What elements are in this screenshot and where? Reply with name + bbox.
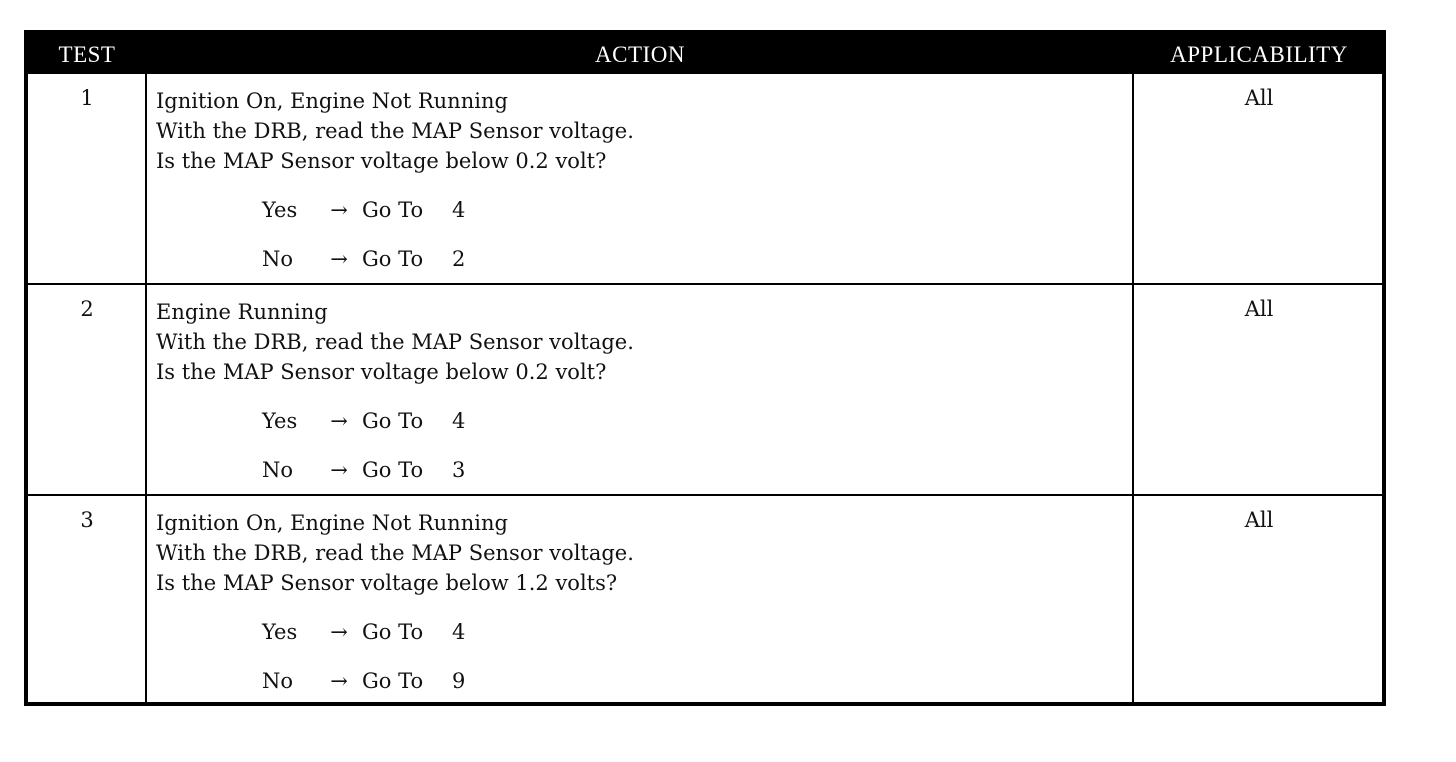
applicability-cell: All [1244, 86, 1274, 110]
arrow-right-icon: → [330, 198, 348, 222]
branch-goto: Go To [362, 669, 424, 693]
branch-goto: Go To [362, 409, 424, 433]
header-test: TEST [58, 42, 116, 67]
row-divider [28, 283, 1382, 285]
table-header: TEST ACTION APPLICABILITY [28, 34, 1382, 74]
test-number: 1 [80, 86, 94, 110]
action-cell: Ignition On, Engine Not Running With the… [156, 508, 1116, 696]
diagnostic-test-table: TEST ACTION APPLICABILITY 1 Ignition On,… [24, 30, 1386, 706]
action-question: Is the MAP Sensor voltage below 0.2 volt… [156, 149, 607, 173]
action-cell: Engine Running With the DRB, read the MA… [156, 297, 1116, 485]
test-number: 2 [80, 297, 94, 321]
branch-target: 4 [452, 409, 466, 433]
branch-goto: Go To [362, 620, 424, 644]
table-row: 1 Ignition On, Engine Not Running With t… [28, 74, 1382, 284]
action-line: With the DRB, read the MAP Sensor voltag… [156, 330, 634, 354]
branch-answer: Yes [262, 409, 298, 433]
branch-answer: No [262, 669, 294, 693]
branch-answer: Yes [262, 198, 298, 222]
yes-branch: Yes → Go To 4 [262, 195, 1116, 225]
branch-target: 4 [452, 198, 466, 222]
arrow-right-icon: → [330, 620, 348, 644]
arrow-right-icon: → [330, 669, 348, 693]
column-divider [1132, 74, 1134, 706]
yes-branch: Yes → Go To 4 [262, 406, 1116, 436]
action-question: Is the MAP Sensor voltage below 1.2 volt… [156, 571, 618, 595]
branch-target: 9 [452, 669, 466, 693]
table-row: 3 Ignition On, Engine Not Running With t… [28, 496, 1382, 706]
branch-target: 3 [452, 458, 466, 482]
branch-answer: No [262, 247, 294, 271]
applicability-cell: All [1244, 297, 1274, 321]
test-number: 3 [80, 508, 94, 532]
action-line: With the DRB, read the MAP Sensor voltag… [156, 119, 634, 143]
row-divider [28, 494, 1382, 496]
branch-target: 4 [452, 620, 466, 644]
branch-target: 2 [452, 247, 466, 271]
branch-answer: No [262, 458, 294, 482]
no-branch: No → Go To 2 [262, 244, 1116, 274]
action-question: Is the MAP Sensor voltage below 0.2 volt… [156, 360, 607, 384]
no-branch: No → Go To 9 [262, 666, 1116, 696]
action-line: Ignition On, Engine Not Running [156, 89, 508, 113]
branch-goto: Go To [362, 247, 424, 271]
header-action: ACTION [595, 42, 685, 67]
action-line: Ignition On, Engine Not Running [156, 511, 508, 535]
branch-goto: Go To [362, 458, 424, 482]
no-branch: No → Go To 3 [262, 455, 1116, 485]
action-line: With the DRB, read the MAP Sensor voltag… [156, 541, 634, 565]
branch-answer: Yes [262, 620, 298, 644]
header-applicability: APPLICABILITY [1170, 42, 1348, 67]
arrow-right-icon: → [330, 458, 348, 482]
yes-branch: Yes → Go To 4 [262, 617, 1116, 647]
column-divider [145, 74, 147, 706]
arrow-right-icon: → [330, 409, 348, 433]
branch-goto: Go To [362, 198, 424, 222]
arrow-right-icon: → [330, 247, 348, 271]
applicability-cell: All [1244, 508, 1274, 532]
table-row: 2 Engine Running With the DRB, read the … [28, 285, 1382, 495]
action-cell: Ignition On, Engine Not Running With the… [156, 86, 1116, 274]
action-line: Engine Running [156, 300, 328, 324]
